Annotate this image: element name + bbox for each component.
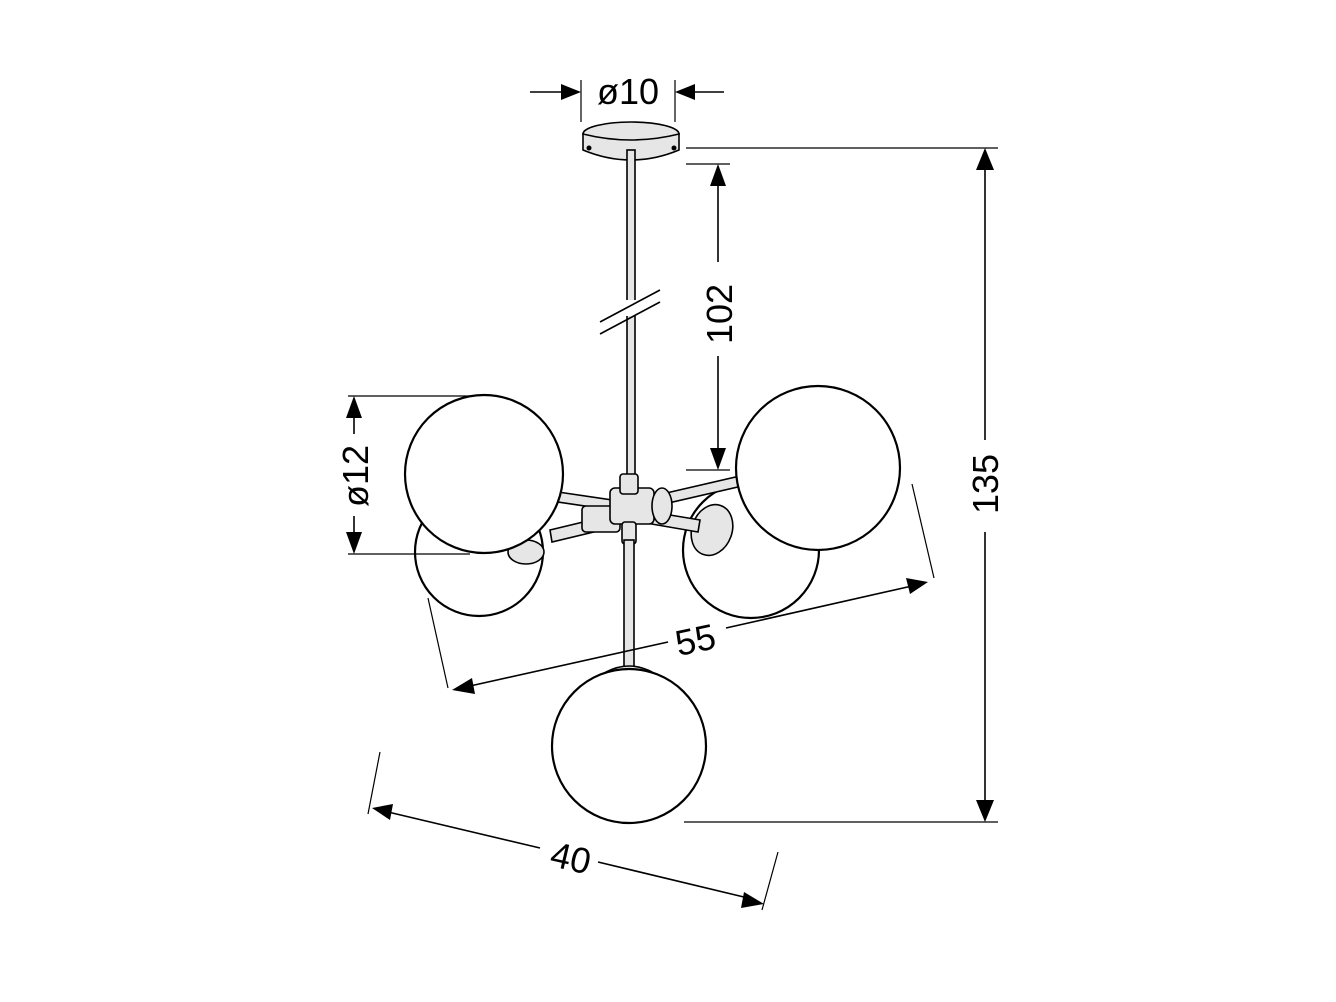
globe-diameter-label: ø12 — [335, 445, 376, 507]
total-height-dimension: 135 — [684, 147, 1006, 823]
globe-diameter-dimension: ø12 — [335, 395, 470, 555]
span-depth-dimension: 40 — [367, 751, 779, 911]
span-width-dimension: 55 — [427, 483, 935, 694]
canopy-diameter-dimension: ø10 — [530, 71, 724, 122]
rod-length-dimension: 102 — [686, 163, 740, 471]
down-rod — [596, 149, 662, 481]
span-depth-label: 40 — [547, 833, 595, 882]
ceiling-canopy — [582, 121, 680, 161]
front-left-globe — [403, 393, 565, 555]
rod-length-label: 102 — [699, 284, 740, 344]
front-right-globe — [734, 384, 902, 552]
span-width-label: 55 — [672, 616, 720, 664]
canopy-diameter-label: ø10 — [597, 71, 659, 112]
bottom-globe — [550, 667, 708, 825]
total-height-label: 135 — [965, 454, 1006, 514]
